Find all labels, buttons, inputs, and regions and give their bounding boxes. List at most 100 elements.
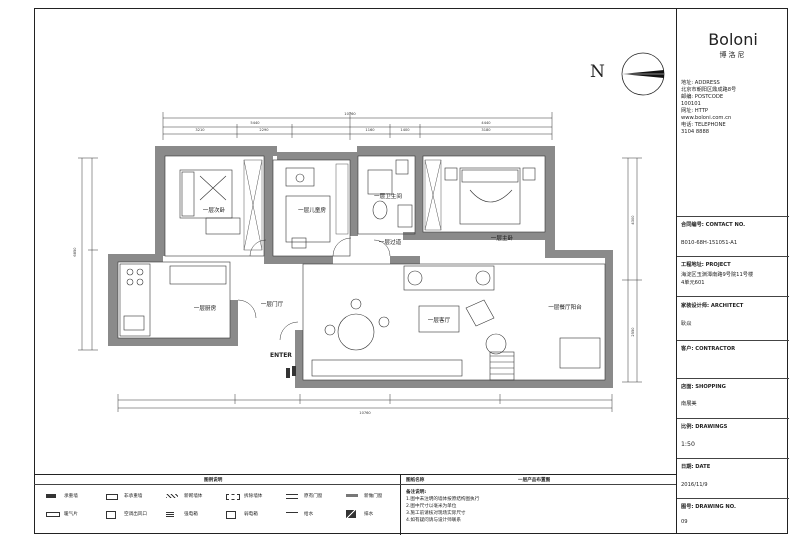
title-block: Boloni 博洛尼 地址: ADDRESS 北京市朝阳区鼎成路8号 邮编: P… <box>676 8 789 534</box>
project-label: 工程地址: PROJECT <box>681 262 731 268</box>
entry-label: ENTER <box>270 352 292 359</box>
contract-value: B010-68H-151051-A1 <box>681 240 738 246</box>
legend-title: 图例说明 <box>204 478 223 483</box>
drawing-name-label: 图纸名称 <box>406 478 425 483</box>
north-arrow-icon <box>621 52 665 96</box>
title-divider <box>677 378 789 379</box>
legend-panel: 图例说明 承重墙 非承重墙 新砌墙体 拆除墙体 原有门窗 新做门窗 暖气片 空调… <box>34 474 676 535</box>
contract-label: 合同编号: CONTACT NO. <box>681 222 746 228</box>
ac-vent-symbol-icon <box>106 511 116 519</box>
drawing-info-box: 图纸名称 一层产品布置图 备注说明: 1.图中未注明的墙体按原结构图执行 2.图… <box>400 475 676 535</box>
drawing-name-value: 一层产品布置图 <box>518 478 551 483</box>
existing-window-symbol-icon <box>286 494 298 499</box>
shop-value: 南展美 <box>681 401 697 407</box>
brand-logo: Boloni <box>708 30 758 49</box>
dim-top-sub-4: 3180 <box>481 128 491 132</box>
top-dimension-lines <box>162 112 553 140</box>
title-divider <box>677 340 789 341</box>
website-label: 网址: HTTP <box>681 108 709 114</box>
dim-top-sub-3: 1400 <box>400 128 410 132</box>
project-value-1: 海淀区玉渊潭南路9号院11号楼 <box>681 272 754 278</box>
children-room-bed-icon <box>285 167 331 249</box>
postcode-label: 邮编: POSTCODE <box>681 94 724 100</box>
scale-label: 比例: DRAWINGS <box>681 424 728 430</box>
title-divider <box>677 498 789 499</box>
designer-label: 家装设计师: ARCHITECT <box>681 303 744 309</box>
project-value-2: 4单元601 <box>681 280 705 286</box>
dim-right-sub-1: 2550 <box>631 327 635 337</box>
client-label: 客户: CONTRACTOR <box>681 346 736 352</box>
dim-top-sub-1: 2290 <box>259 128 269 132</box>
legend-item-4: 原有门窗 <box>304 494 323 499</box>
new-wall-symbol-icon <box>166 494 178 498</box>
designer-value: 耿焱 <box>681 321 692 327</box>
room-label-children-room: 一层儿童房 <box>298 206 326 214</box>
postcode-value: 100101 <box>681 101 701 107</box>
title-divider <box>677 296 789 297</box>
phone-value: 3104 8888 <box>681 129 710 135</box>
address-value: 北京市朝阳区鼎成路8号 <box>681 87 737 93</box>
signal-box-symbol-icon <box>226 511 236 519</box>
room-label-second-bedroom: 一层次卧 <box>203 206 226 214</box>
drain-symbol-icon <box>346 510 356 518</box>
north-label: N <box>590 62 605 82</box>
drawing-sheet-border <box>34 8 788 534</box>
living-room-furniture-icon <box>311 265 601 381</box>
room-label-hallway: 一层过道 <box>379 238 402 246</box>
title-divider <box>677 256 789 257</box>
address-label: 地址: ADDRESS <box>681 80 720 86</box>
legend-item-8: 强电箱 <box>184 512 198 517</box>
drawing-value: 09 <box>681 519 688 525</box>
legend-item-1: 非承重墙 <box>124 494 143 499</box>
power-box-symbol-icon <box>166 511 174 517</box>
legend-item-5: 新做门窗 <box>364 494 383 499</box>
brand-chinese-name: 博洛尼 <box>719 51 747 59</box>
dim-top-sub-0: 3210 <box>195 128 205 132</box>
shop-label: 店面: SHOPPING <box>681 384 726 390</box>
legend-item-7: 空调出风口 <box>124 512 147 517</box>
room-label-master-bedroom: 一层主卧 <box>491 234 514 242</box>
room-label-foyer: 一层门厅 <box>261 300 284 308</box>
scale-value: 1:50 <box>681 441 695 448</box>
dim-bottom-total: 10760 <box>359 411 371 415</box>
radiator-symbol-icon <box>46 512 60 517</box>
water-supply-symbol-icon <box>286 512 298 516</box>
dim-top-right: 4440 <box>481 121 491 125</box>
second-bedroom-bed-icon <box>179 169 241 235</box>
wardrobes <box>243 159 442 251</box>
date-label: 日期: DATE <box>681 464 711 470</box>
room-label-dining-balcony: 一层餐厅阳台 <box>548 303 582 311</box>
entry-shoes-icon <box>286 366 296 378</box>
left-dimension-lines <box>78 157 98 351</box>
title-divider <box>677 458 789 459</box>
dim-right-sub-0: 4300 <box>631 215 635 225</box>
legend-item-10: 给水 <box>304 512 314 517</box>
master-bedroom-bed-icon <box>444 167 536 225</box>
bottom-dimension-lines <box>117 394 613 412</box>
partition-wall-symbol-icon <box>106 494 118 500</box>
room-label-living-room: 一层客厅 <box>428 316 451 324</box>
note-1: 2.图中尺寸以毫米为单位 <box>406 504 457 509</box>
note-3: 4.如有疑问请与设计师联系 <box>406 518 461 523</box>
note-2: 3.施工前请核对现场实际尺寸 <box>406 511 466 516</box>
drawing-label: 图号: DRAWING NO. <box>681 504 737 510</box>
dim-left-total: 6850 <box>73 247 77 257</box>
door-swings <box>237 237 391 341</box>
room-outlines <box>117 155 606 381</box>
floor-plan: 10760 5440 4440 3210 2290 1160 1400 3180… <box>73 52 665 415</box>
bathroom-fixtures-icon <box>367 159 413 228</box>
load-wall-symbol-icon <box>46 494 56 498</box>
room-label-bathroom: 一层卫生间 <box>374 192 402 200</box>
legend-item-6: 暖气片 <box>64 512 78 517</box>
new-window-symbol-icon <box>346 494 358 497</box>
website-value: www.boloni.com.cn <box>681 115 732 121</box>
walls <box>108 146 613 388</box>
phone-label: 电话: TELEPHONE <box>681 122 726 128</box>
demolish-wall-symbol-icon <box>226 494 240 500</box>
notes-title: 备注说明: <box>406 490 427 495</box>
legend-item-2: 新砌墙体 <box>184 494 203 499</box>
legend-item-3: 拆除墙体 <box>244 494 263 499</box>
dim-top-sub-2: 1160 <box>365 128 375 132</box>
legend-item-0: 承重墙 <box>64 494 78 499</box>
legend-item-11: 排水 <box>364 512 374 517</box>
